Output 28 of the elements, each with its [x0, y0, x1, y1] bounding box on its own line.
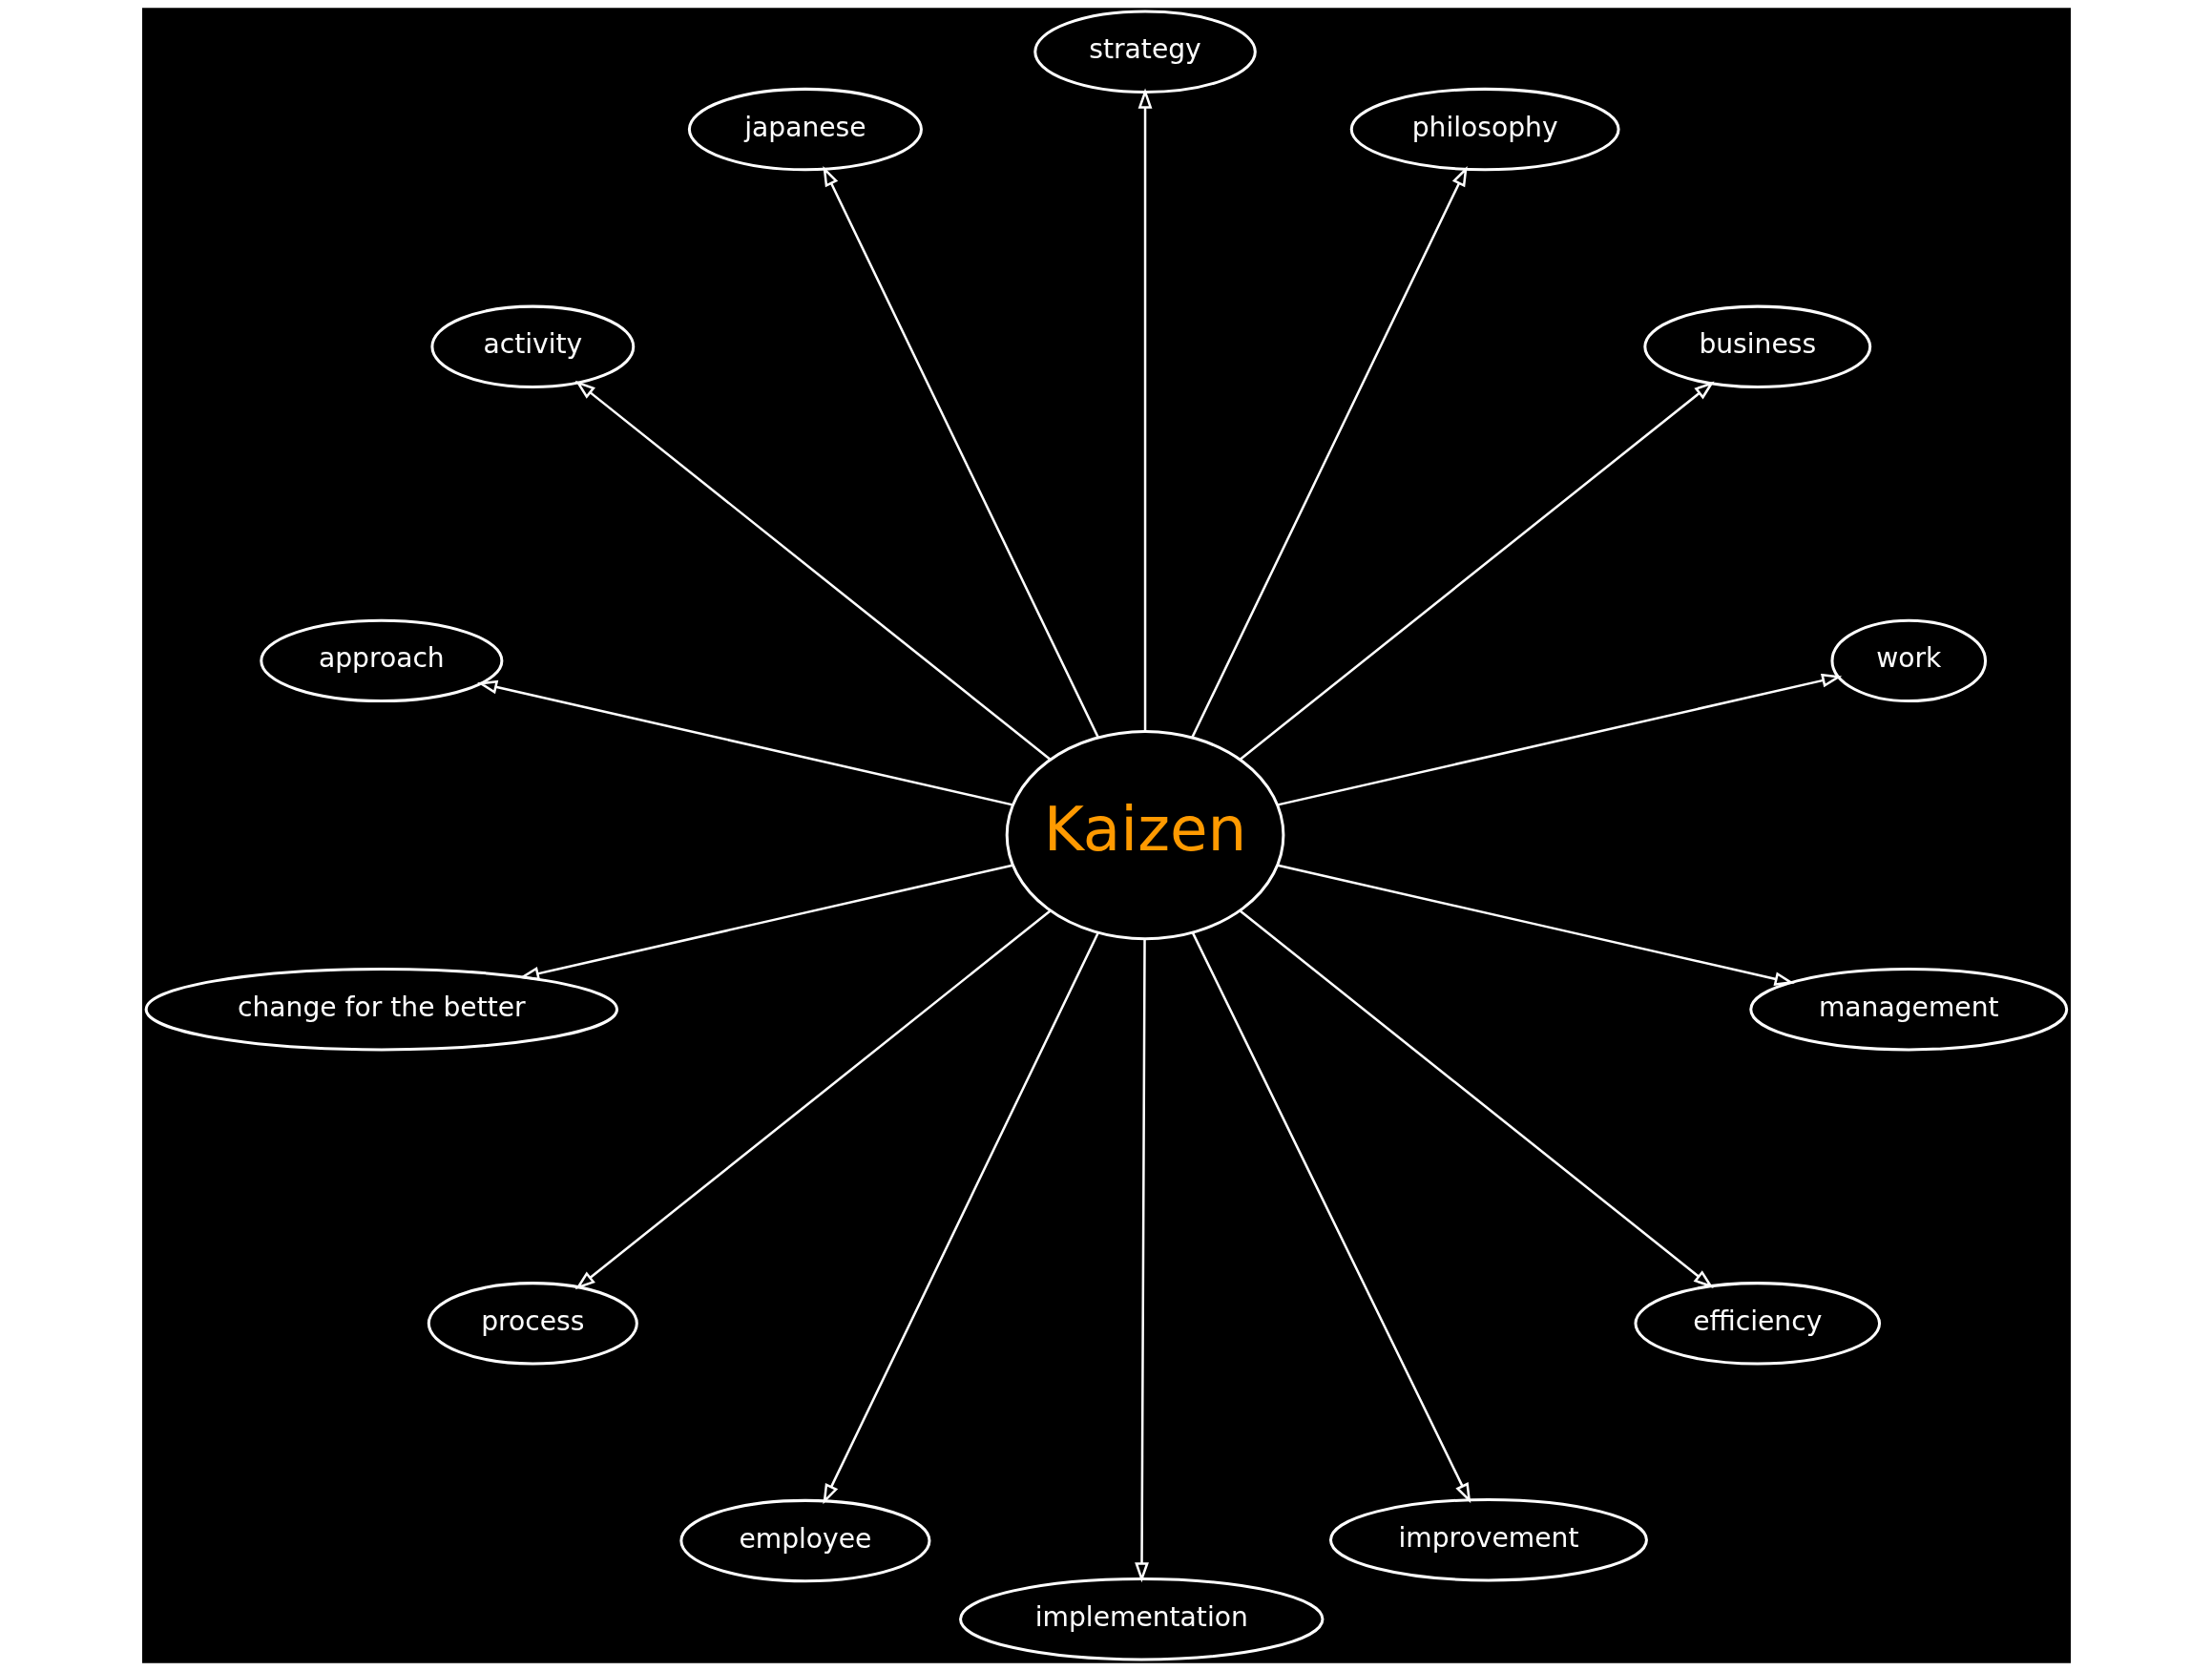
arrow — [1277, 673, 1842, 806]
arrow — [1191, 931, 1471, 1504]
node-ellipse: implementation — [958, 1577, 1324, 1661]
arrow — [574, 380, 1051, 761]
node-ellipse: work — [1829, 618, 1987, 703]
node-ellipse: efficiency — [1633, 1282, 1881, 1366]
arrow — [1190, 165, 1468, 739]
node-ellipse: business — [1642, 304, 1871, 388]
node-ellipse: employee — [678, 1498, 930, 1583]
node-ellipse: philosophy — [1349, 87, 1620, 172]
node-ellipse: improvement — [1328, 1498, 1648, 1582]
arrow — [476, 679, 1012, 806]
node-ellipse: process — [427, 1282, 638, 1366]
arrow — [518, 864, 1012, 981]
arrow — [1277, 864, 1795, 986]
node-ellipse: activity — [429, 304, 635, 388]
arrow — [1134, 938, 1149, 1583]
node-ellipse: management — [1748, 968, 2068, 1052]
node-ellipse: approach — [259, 618, 503, 703]
arrow — [822, 931, 1099, 1505]
node-ellipse: japanese — [687, 87, 923, 172]
arrow — [1137, 88, 1152, 732]
node-ellipse: Kaizen — [1005, 729, 1284, 941]
arrow — [1239, 381, 1714, 761]
arrow — [1239, 909, 1714, 1289]
node-ellipse: strategy — [1033, 10, 1257, 94]
arrow — [574, 909, 1051, 1290]
arrow — [822, 165, 1099, 739]
